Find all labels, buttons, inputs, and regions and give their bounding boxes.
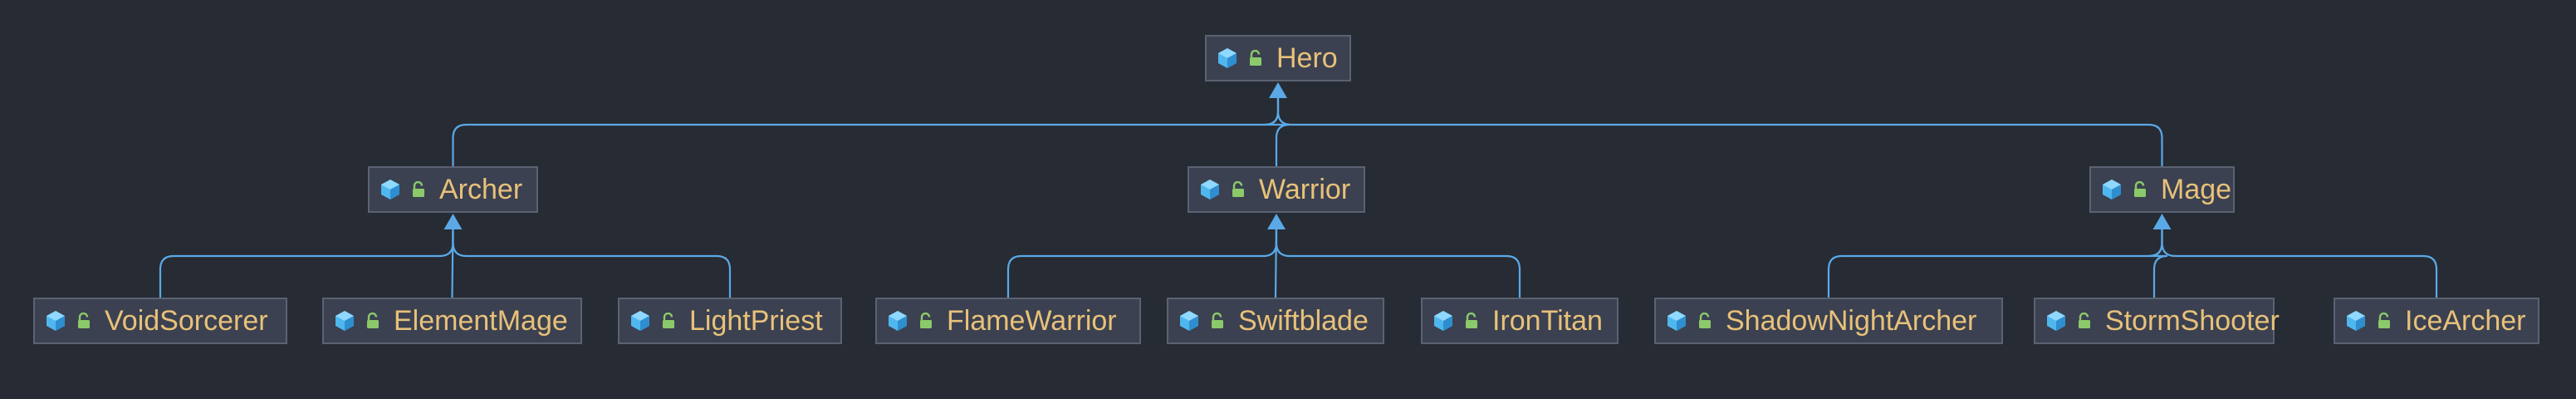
node-icons [1178,310,1225,332]
class-cube-icon [381,180,399,200]
inheritance-edge-lightpriest-to-archer [452,224,732,298]
inheritance-edge-mage-to-hero [1276,93,2163,166]
node-icons [887,310,933,332]
inheritance-arrowhead-mage [2152,214,2172,229]
class-node-mage[interactable]: Mage [2089,166,2235,213]
class-node-elementmage[interactable]: ElementMage [322,298,582,344]
node-icons [380,179,426,200]
class-name-label: ElementMage [394,305,568,337]
node-icons [2101,179,2147,200]
class-node-lightpriest[interactable]: LightPriest [618,298,842,344]
class-node-stormshooter[interactable]: StormShooter [2034,298,2280,344]
inheritance-edge-icearcher-to-mage [2161,224,2438,298]
public-lock-icon [1232,181,1244,197]
class-name-label: VoidSorcerer [105,305,268,337]
inheritance-arrowhead-hero [1269,82,1287,98]
node-icons [629,310,676,332]
inheritance-edge-stormshooter-to-mage [2148,224,2168,298]
class-cube-icon [1180,311,1198,331]
inheritance-edge-warrior-to-hero [1264,93,1290,166]
class-cube-icon [47,311,65,331]
class-node-shadownightarcher[interactable]: ShadowNightArcher [1654,298,2003,344]
class-cube-icon [1201,180,1219,200]
class-node-icearcher[interactable]: IceArcher [2334,298,2539,344]
class-name-label: LightPriest [689,305,823,337]
class-name-label: IceArcher [2405,305,2526,337]
class-node-irontitan[interactable]: IronTitan [1421,298,1619,344]
class-cube-icon [1434,311,1452,331]
inheritance-arrowhead-warrior [1267,214,1286,229]
node-icons [1199,179,1246,200]
class-node-flamewarrior[interactable]: FlameWarrior [875,298,1141,344]
class-node-swiftblade[interactable]: Swiftblade [1167,298,1384,344]
node-icons [1217,47,1263,69]
public-lock-icon [78,313,90,328]
class-cube-icon [2047,311,2065,331]
class-name-label: Archer [439,174,523,205]
class-name-label: Mage [2161,174,2232,205]
node-icons [1432,310,1479,332]
public-lock-icon [920,313,932,328]
public-lock-icon [1250,50,1261,66]
inheritance-arrowhead-archer [443,214,463,229]
class-cube-icon [2347,311,2365,331]
public-lock-icon [1466,313,1477,328]
class-cube-icon [2103,180,2121,200]
class-name-label: IronTitan [1492,305,1603,337]
class-name-label: Warrior [1259,174,1351,205]
class-name-label: StormShooter [2105,305,2280,337]
class-name-label: ShadowNightArcher [1726,305,1977,337]
node-icons [2045,310,2092,332]
public-lock-icon [663,313,674,328]
public-lock-icon [2378,313,2390,328]
public-lock-icon [1699,313,1711,328]
public-lock-icon [367,313,379,328]
public-lock-icon [413,181,424,197]
class-name-label: FlameWarrior [947,305,1117,337]
public-lock-icon [1212,313,1223,328]
class-node-hero[interactable]: Hero [1205,35,1351,81]
inheritance-edge-irontitan-to-warrior [1275,224,1521,298]
node-icons [45,310,91,332]
class-cube-icon [335,311,354,331]
class-name-label: Swiftblade [1238,305,1369,337]
class-cube-icon [631,311,649,331]
node-icons [2345,310,2392,332]
class-node-archer[interactable]: Archer [368,166,538,213]
class-cube-icon [889,311,907,331]
class-node-warrior[interactable]: Warrior [1188,166,1365,213]
class-node-voidsorcerer[interactable]: VoidSorcerer [33,298,287,344]
public-lock-icon [2079,313,2090,328]
class-cube-icon [1668,311,1686,331]
node-icons [334,310,380,332]
class-name-label: Hero [1276,42,1338,74]
class-cube-icon [1218,48,1237,68]
public-lock-icon [2134,181,2146,197]
node-icons [1666,310,1712,332]
